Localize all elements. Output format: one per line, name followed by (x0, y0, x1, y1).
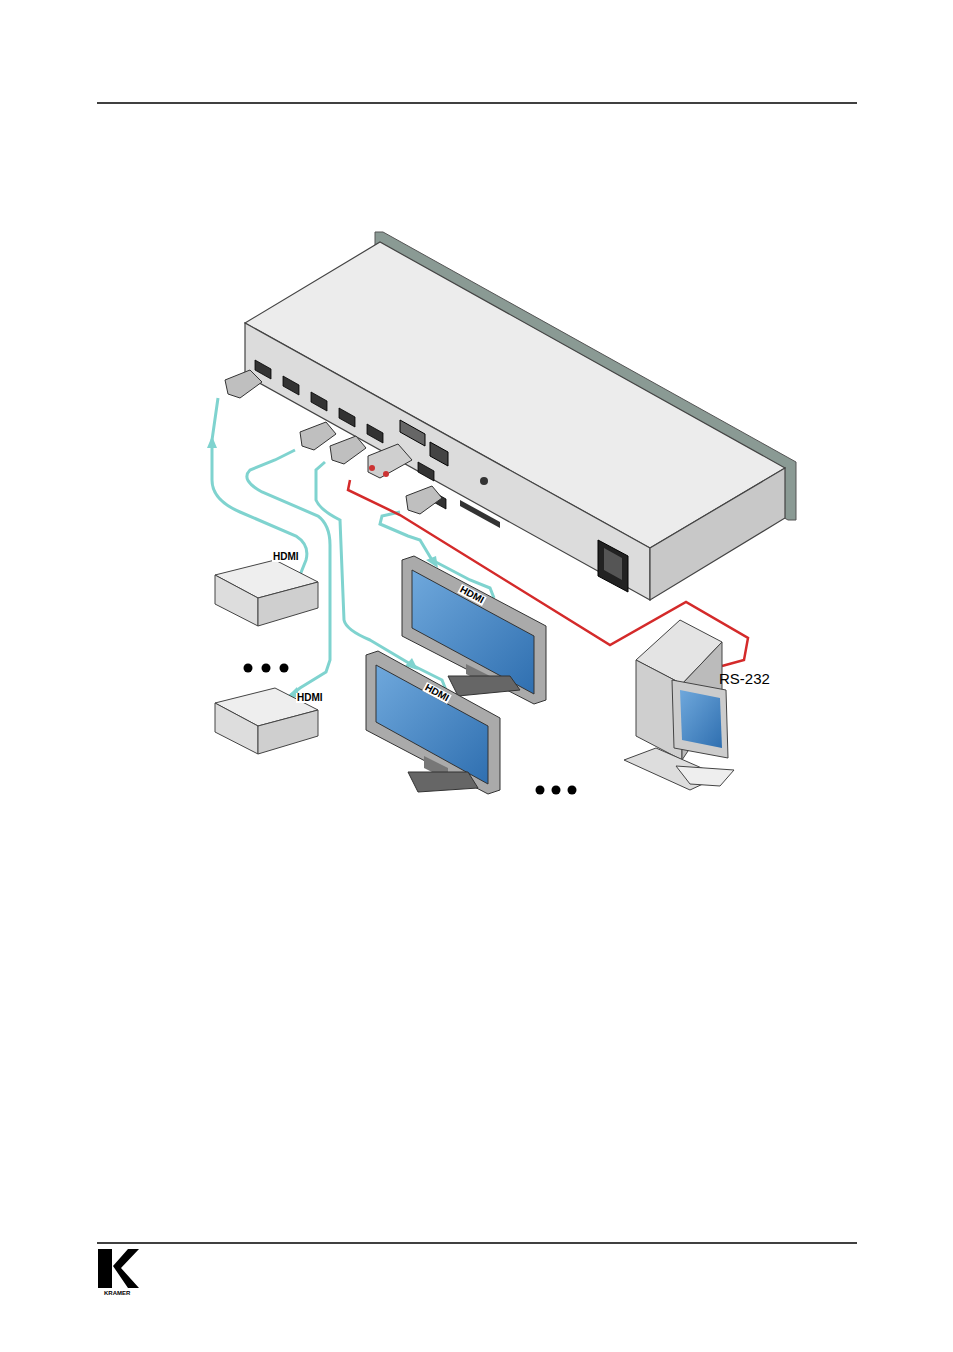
source-device (215, 560, 318, 626)
rs232-plug (368, 444, 412, 478)
hdmi-port (418, 462, 434, 481)
header-rule (97, 102, 857, 104)
cable-label: RS-232 (718, 671, 771, 686)
footer-rule (97, 1242, 857, 1244)
hdmi-port (367, 424, 383, 443)
brand-name: KRAMER (103, 1290, 131, 1296)
cable-label: HDMI (272, 552, 300, 562)
display (366, 651, 500, 794)
matrix-switcher (245, 232, 796, 600)
computer (624, 620, 734, 790)
hdmi-port (311, 392, 327, 411)
ellipsis-dots (244, 664, 577, 795)
hdmi-port (339, 408, 355, 427)
hdmi-plugs (225, 370, 442, 514)
cable-label: HDMI (296, 693, 324, 703)
kramer-logo (98, 1249, 139, 1288)
hdmi-port (255, 360, 271, 379)
hdmi-port (283, 376, 299, 395)
